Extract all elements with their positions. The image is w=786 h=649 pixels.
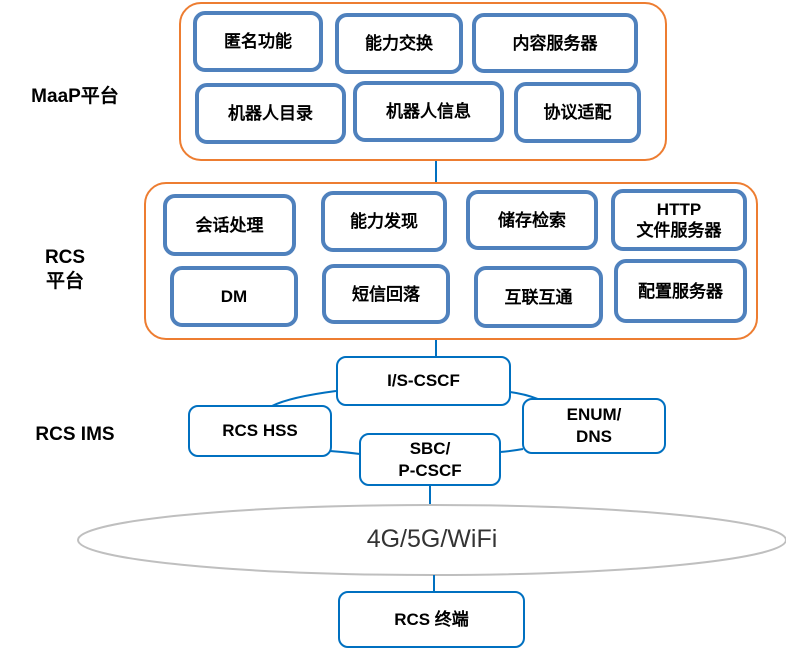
maap-anonymous-function: 匿名功能 (193, 11, 323, 72)
rcs-http-file-server: HTTP 文件服务器 (611, 189, 747, 251)
maap-content-server: 内容服务器 (472, 13, 638, 73)
maap-protocol-adaptation: 协议适配 (514, 82, 641, 143)
rcs-dm: DM (170, 266, 298, 327)
ims-rcs-hss: RCS HSS (188, 405, 332, 457)
link-sbc-enum (499, 448, 524, 453)
layer-label-maap: MaaP平台 (31, 86, 119, 107)
rcs-sms-fallback: 短信回落 (322, 264, 450, 324)
rcs-terminal: RCS 终端 (338, 591, 525, 648)
rcs-capability-discovery: 能力发现 (321, 191, 447, 252)
access-network-ellipse (77, 504, 786, 576)
rcs-storage-retrieval: 储存检索 (466, 190, 598, 250)
ims-i-s-cscf: I/S-CSCF (336, 356, 511, 406)
maap-bot-info: 机器人信息 (353, 81, 504, 142)
maap-bot-directory: 机器人目录 (195, 83, 346, 144)
rcs-config-server: 配置服务器 (614, 259, 747, 323)
access-network-label: 4G/5G/WiFi (366, 525, 498, 553)
rcs-session-handling: 会话处理 (163, 194, 296, 256)
link-iscscf-hss (271, 390, 337, 407)
link-hss-sbc (329, 450, 361, 455)
maap-capability-exchange: 能力交换 (335, 13, 463, 74)
ims-sbc-p-cscf: SBC/ P-CSCF (359, 433, 501, 486)
layer-label-rcs-platform: RCS 平台 (44, 247, 86, 292)
ims-enum-dns: ENUM/ DNS (522, 398, 666, 454)
rcs-interworking: 互联互通 (474, 266, 603, 328)
layer-label-rcs-ims: RCS IMS (35, 424, 115, 445)
